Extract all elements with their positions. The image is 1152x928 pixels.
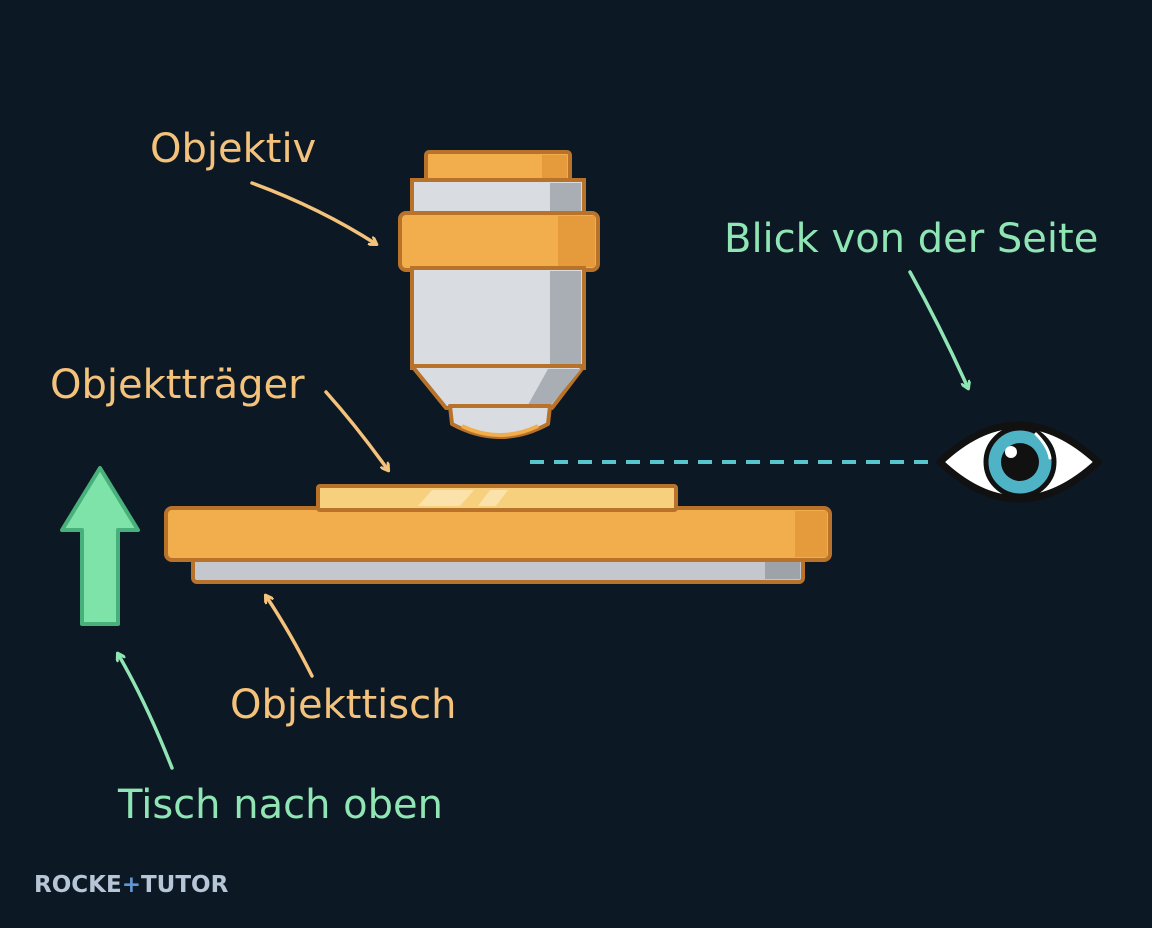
label-tisch-nach-oben: Tisch nach oben xyxy=(117,782,443,828)
label-objekttraeger: Objektträger xyxy=(50,362,305,408)
label-objekttisch: Objekttisch xyxy=(230,682,456,728)
arrow-objektiv xyxy=(250,181,376,244)
eye-icon xyxy=(936,421,1102,503)
label-objektiv: Objektiv xyxy=(150,126,316,172)
label-blick-von-der-seite: Blick von der Seite xyxy=(724,216,1098,262)
arrow-tisch-nach-oben xyxy=(118,654,174,770)
watermark-part-1: ROCKE xyxy=(34,872,122,898)
arrow-objekttisch xyxy=(266,596,314,678)
arrow-objekttraeger xyxy=(324,390,388,470)
watermark-part-2: TUTOR xyxy=(141,872,229,898)
objective-lens xyxy=(398,150,600,439)
glass-slide xyxy=(316,484,678,512)
up-arrow-icon xyxy=(60,466,140,626)
svg-text:ROCKE+TUTOR: ROCKE+TUTOR xyxy=(34,872,229,898)
watermark-logo: ROCKE+TUTOR xyxy=(34,872,229,898)
arrow-blick xyxy=(908,270,968,388)
stage-table xyxy=(164,506,832,584)
watermark-cross: + xyxy=(122,872,141,898)
